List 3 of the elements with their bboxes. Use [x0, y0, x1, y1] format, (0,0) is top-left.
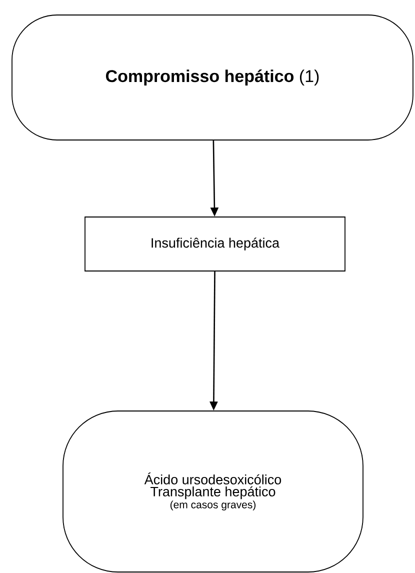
- terminal-box: Ácido ursodesoxicólico Transplante hepático (em casos graves): [62, 410, 364, 572]
- terminal-box: Compromisso hepático (1): [12, 14, 414, 140]
- process-box: Insuficiência hepática: [84, 216, 346, 272]
